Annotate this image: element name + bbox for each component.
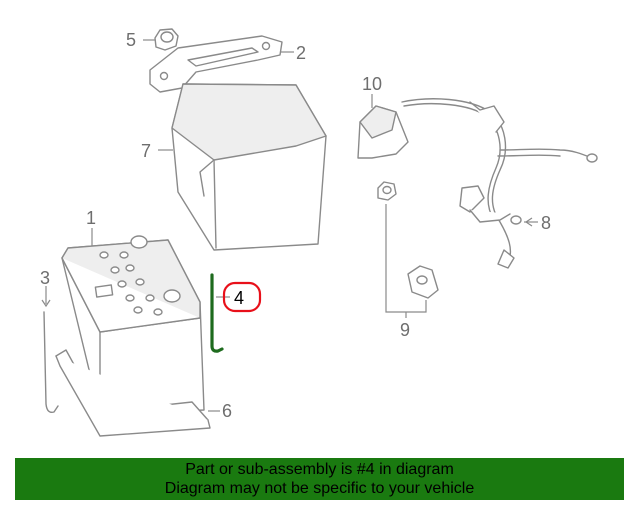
callout-9: 9 [400,320,410,340]
part-5-nut [143,28,179,51]
battery-caps [99,251,163,316]
banner-line-1: Part or sub-assembly is #4 in diagram [185,461,454,478]
banner-line-2: Diagram may not be specific to your vehi… [164,480,475,497]
part-9-terminal [377,181,439,318]
callout-6: 6 [222,401,232,421]
part-10-cover [357,94,409,159]
part-1-battery [61,228,205,416]
part-6-tray [55,349,220,437]
callout-2: 2 [296,43,306,63]
part-4-highlight-ring [222,281,262,313]
callout-8: 8 [541,213,551,233]
parts-diagram: 5 2 7 [40,28,598,437]
callout-10: 10 [362,74,382,94]
callout-1: 1 [86,208,96,228]
part-8-harness [401,98,598,269]
part-7-insulator [158,83,327,251]
callout-7: 7 [141,141,151,161]
callout-3: 3 [40,268,50,288]
callout-4: 4 [234,288,244,308]
part-3-rod [41,286,59,414]
part-info-banner: Part or sub-assembly is #4 in diagram Di… [15,458,624,500]
part-2-clamp [149,35,294,93]
callout-5: 5 [126,30,136,50]
part-4-rod-highlighted [210,273,262,353]
